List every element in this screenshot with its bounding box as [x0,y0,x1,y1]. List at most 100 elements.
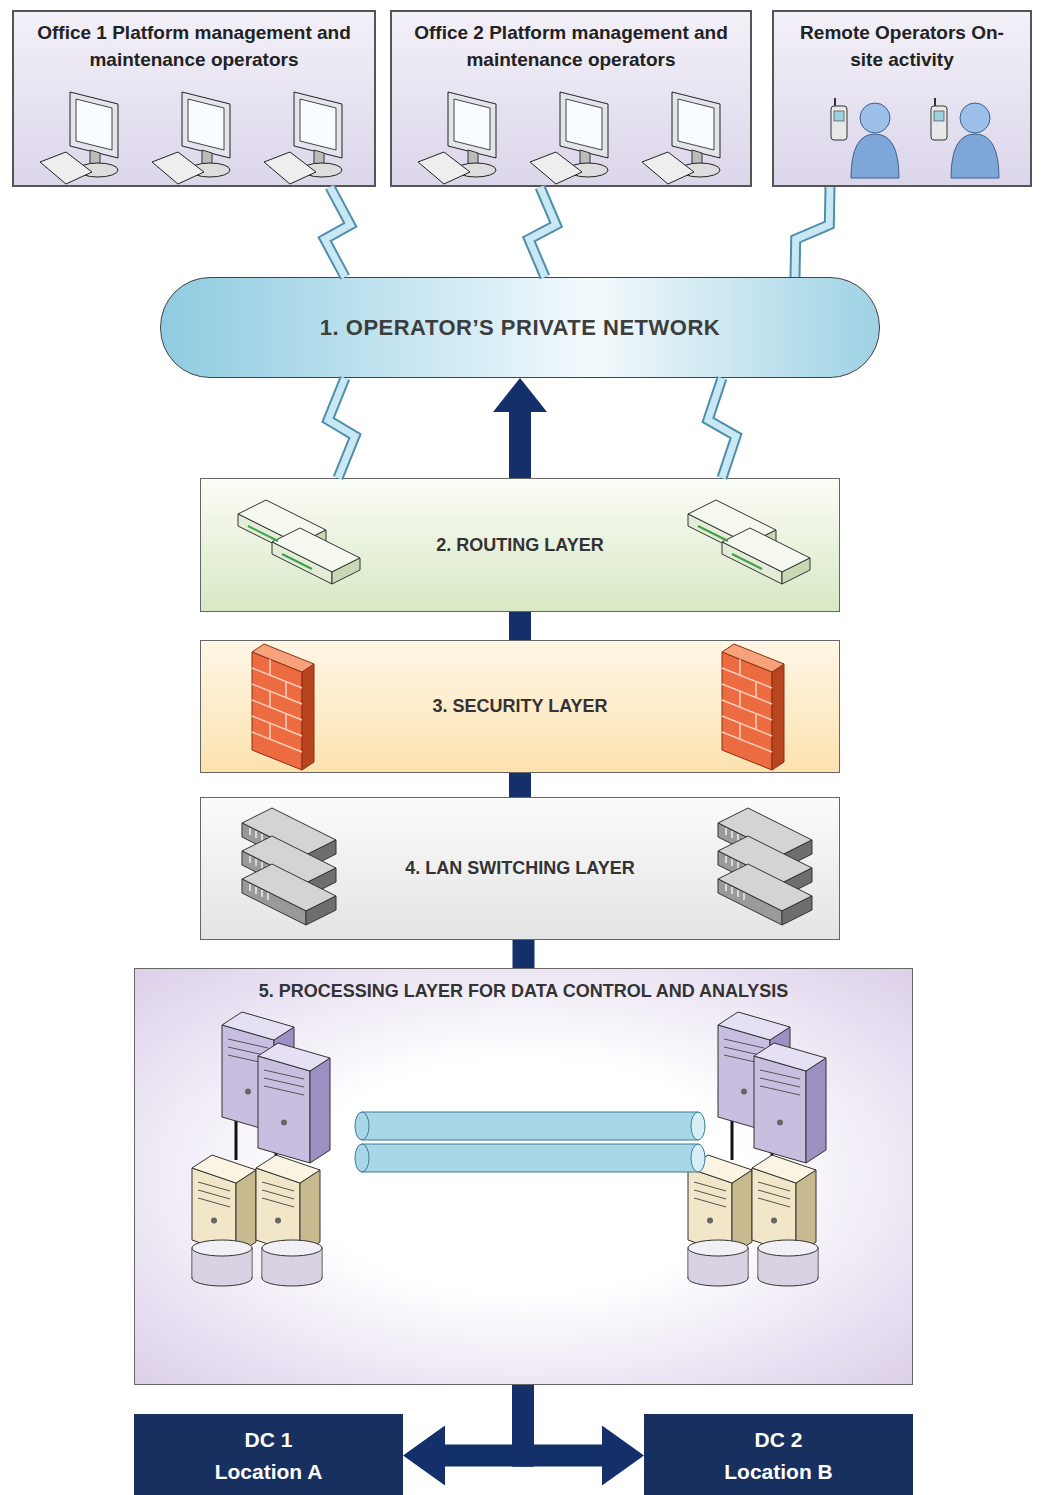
node-label: 4. LAN SWITCHING LAYER [405,858,634,879]
connector [493,378,547,478]
switch-port [249,884,251,891]
arrowhead [403,1426,445,1486]
arrowhead [602,1426,644,1486]
router-icon [332,558,360,584]
node-label: DC 2 [755,1424,803,1456]
server-button [211,1217,217,1223]
firewall-icon [302,664,314,770]
link-tube [362,1112,698,1140]
node-label: 2. ROUTING LAYER [436,535,603,556]
server-slot [758,1182,790,1191]
brick-line [739,659,741,675]
server-button [707,1217,713,1223]
switch-port [249,828,251,835]
person-body [851,134,899,178]
server-slot [760,1086,800,1095]
router-icon [272,542,332,584]
keyboard-icon [40,152,92,184]
brick-line [755,682,757,698]
node-label: Location B [724,1456,833,1488]
node-label: Office 2 Platform management and mainten… [409,20,734,73]
bolt-outline [795,187,830,277]
bolt-outline [708,378,736,478]
node-label: Office 1 Platform management and mainten… [32,20,357,73]
server-icon [258,1056,310,1163]
server-slot [264,1078,304,1087]
server-icon [222,1012,294,1040]
monitor-icon [448,92,496,158]
connector [512,1385,644,1486]
server-slot [262,1190,294,1199]
keyboard-icon [152,152,204,184]
server-slot [264,1070,304,1079]
brick-line [252,668,302,688]
brick-line [722,684,772,704]
monitor-icon [70,92,118,158]
monitor-screen [566,99,602,150]
brick-line [269,723,271,739]
switch-port [267,893,269,900]
datacenter-box: DC 2Location B [644,1414,913,1495]
server-button [281,1119,287,1125]
switch-port [261,862,263,869]
firewall-icon [252,644,314,672]
server-slot [694,1190,726,1199]
server-slot [758,1190,790,1199]
bolt-fill [328,378,355,478]
keyboard-icon [530,152,582,184]
node-label: Location A [215,1456,323,1488]
server-button [771,1217,777,1223]
switch-port [261,890,263,897]
phone-icon [831,106,847,140]
shaft [509,773,531,797]
switch-icon [718,879,782,925]
monitor-screen [678,99,714,150]
phone-screen [934,111,944,121]
firewall-icon [252,652,302,770]
brick-line [269,691,271,707]
switch-port [743,893,745,900]
server-slot [262,1198,294,1207]
link-tube [355,1144,369,1172]
server-icon [192,1155,256,1183]
keyboard-icon [418,152,470,184]
server-icon [754,1043,826,1071]
phone-icon [931,106,947,140]
bolt-fill [529,187,556,277]
server-icon [752,1155,816,1183]
monitor-icon [672,92,720,158]
bolt-outline [328,378,355,478]
server-slot [760,1078,800,1087]
server-icon [256,1155,320,1183]
switch-icon [242,879,306,925]
node-label: Remote Operators On-site activity [800,20,1005,73]
firewall-icon [722,644,784,672]
server-slot [228,1039,268,1048]
server-slot [724,1039,764,1048]
brick-line [722,700,772,720]
brick-line [722,668,772,688]
brick-line [722,716,772,736]
bolt-outline [529,187,556,277]
server-icon [754,1056,806,1163]
connector [513,940,535,968]
switch-port [261,834,263,841]
server-icon [718,1012,790,1040]
link-tube [691,1144,705,1172]
brick-line [739,691,741,707]
server-slot [694,1182,726,1191]
brick-line [252,700,302,720]
bolt-fill [795,187,830,277]
shaft [509,411,531,478]
router-led [698,526,728,541]
server-button [741,1088,747,1094]
person-head [860,103,890,133]
router-led [248,526,278,541]
router-icon [782,558,810,584]
router-led [282,554,312,569]
connector [708,378,736,478]
connector [325,187,351,277]
brick-line [739,723,741,739]
server-slot [198,1190,230,1199]
